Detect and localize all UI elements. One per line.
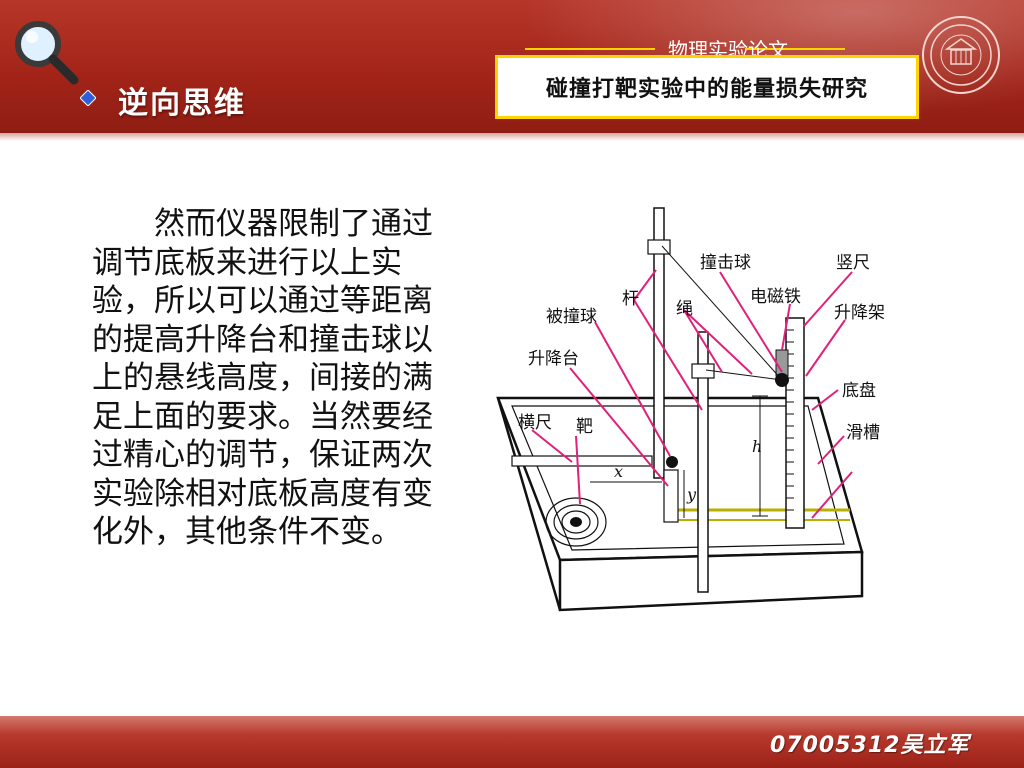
footer-author: 07005312吴立军 [770, 733, 970, 758]
label-underline-left [525, 48, 655, 50]
university-seal-icon [922, 16, 1000, 94]
label-rod: 杆 [622, 289, 639, 309]
diamond-bullet-icon [80, 90, 96, 106]
label-electromagnet: 电磁铁 [750, 287, 801, 307]
label-struck-ball: 被撞球 [546, 307, 597, 327]
label-underline-right [745, 48, 845, 50]
label-rope: 绳 [676, 299, 693, 319]
horizontal-ruler [511, 455, 653, 467]
header-divider [0, 133, 1024, 141]
label-vertical-ruler: 竖尺 [836, 253, 870, 273]
label-base-plate: 底盘 [842, 381, 876, 401]
symbol-y: y [686, 485, 697, 504]
leader-lines [531, 269, 853, 519]
paper-title: 碰撞打靶实验中的能量损失研究 [545, 77, 868, 102]
symbol-x: x [614, 462, 623, 481]
lift-table [663, 469, 679, 523]
footer-bar [0, 716, 1024, 768]
apparatus-diagram: h x y 撞击球 竖尺 杆 绳 电磁铁 被撞球 升降架 升降台 底盘 横尺 靶… [496, 207, 885, 612]
struck-ball [666, 456, 678, 468]
symbol-h: h [752, 437, 762, 456]
label-impact-ball: 撞击球 [700, 253, 751, 273]
label-lift-table: 升降台 [528, 349, 579, 369]
electromagnet [775, 349, 789, 377]
rod-left [653, 207, 665, 479]
label-target: 靶 [576, 417, 593, 437]
body-paragraph: 然而仪器限制了通过调节底板来进行以上实验，所以可以通过等距离的提高升降台和撞击球… [92, 206, 433, 550]
tray-front [558, 550, 864, 612]
label-lift-frame: 升降架 [834, 303, 885, 323]
magnifier-icon [15, 21, 79, 85]
paper-title-box: 碰撞打靶实验中的能量损失研究 [495, 55, 919, 119]
label-horizontal-ruler: 横尺 [518, 413, 552, 433]
rod-middle [697, 331, 709, 593]
section-title: 逆向思维 [118, 86, 246, 121]
vertical-ruler [785, 317, 805, 529]
label-slide-groove: 滑槽 [846, 423, 880, 443]
target-rings [545, 497, 607, 547]
